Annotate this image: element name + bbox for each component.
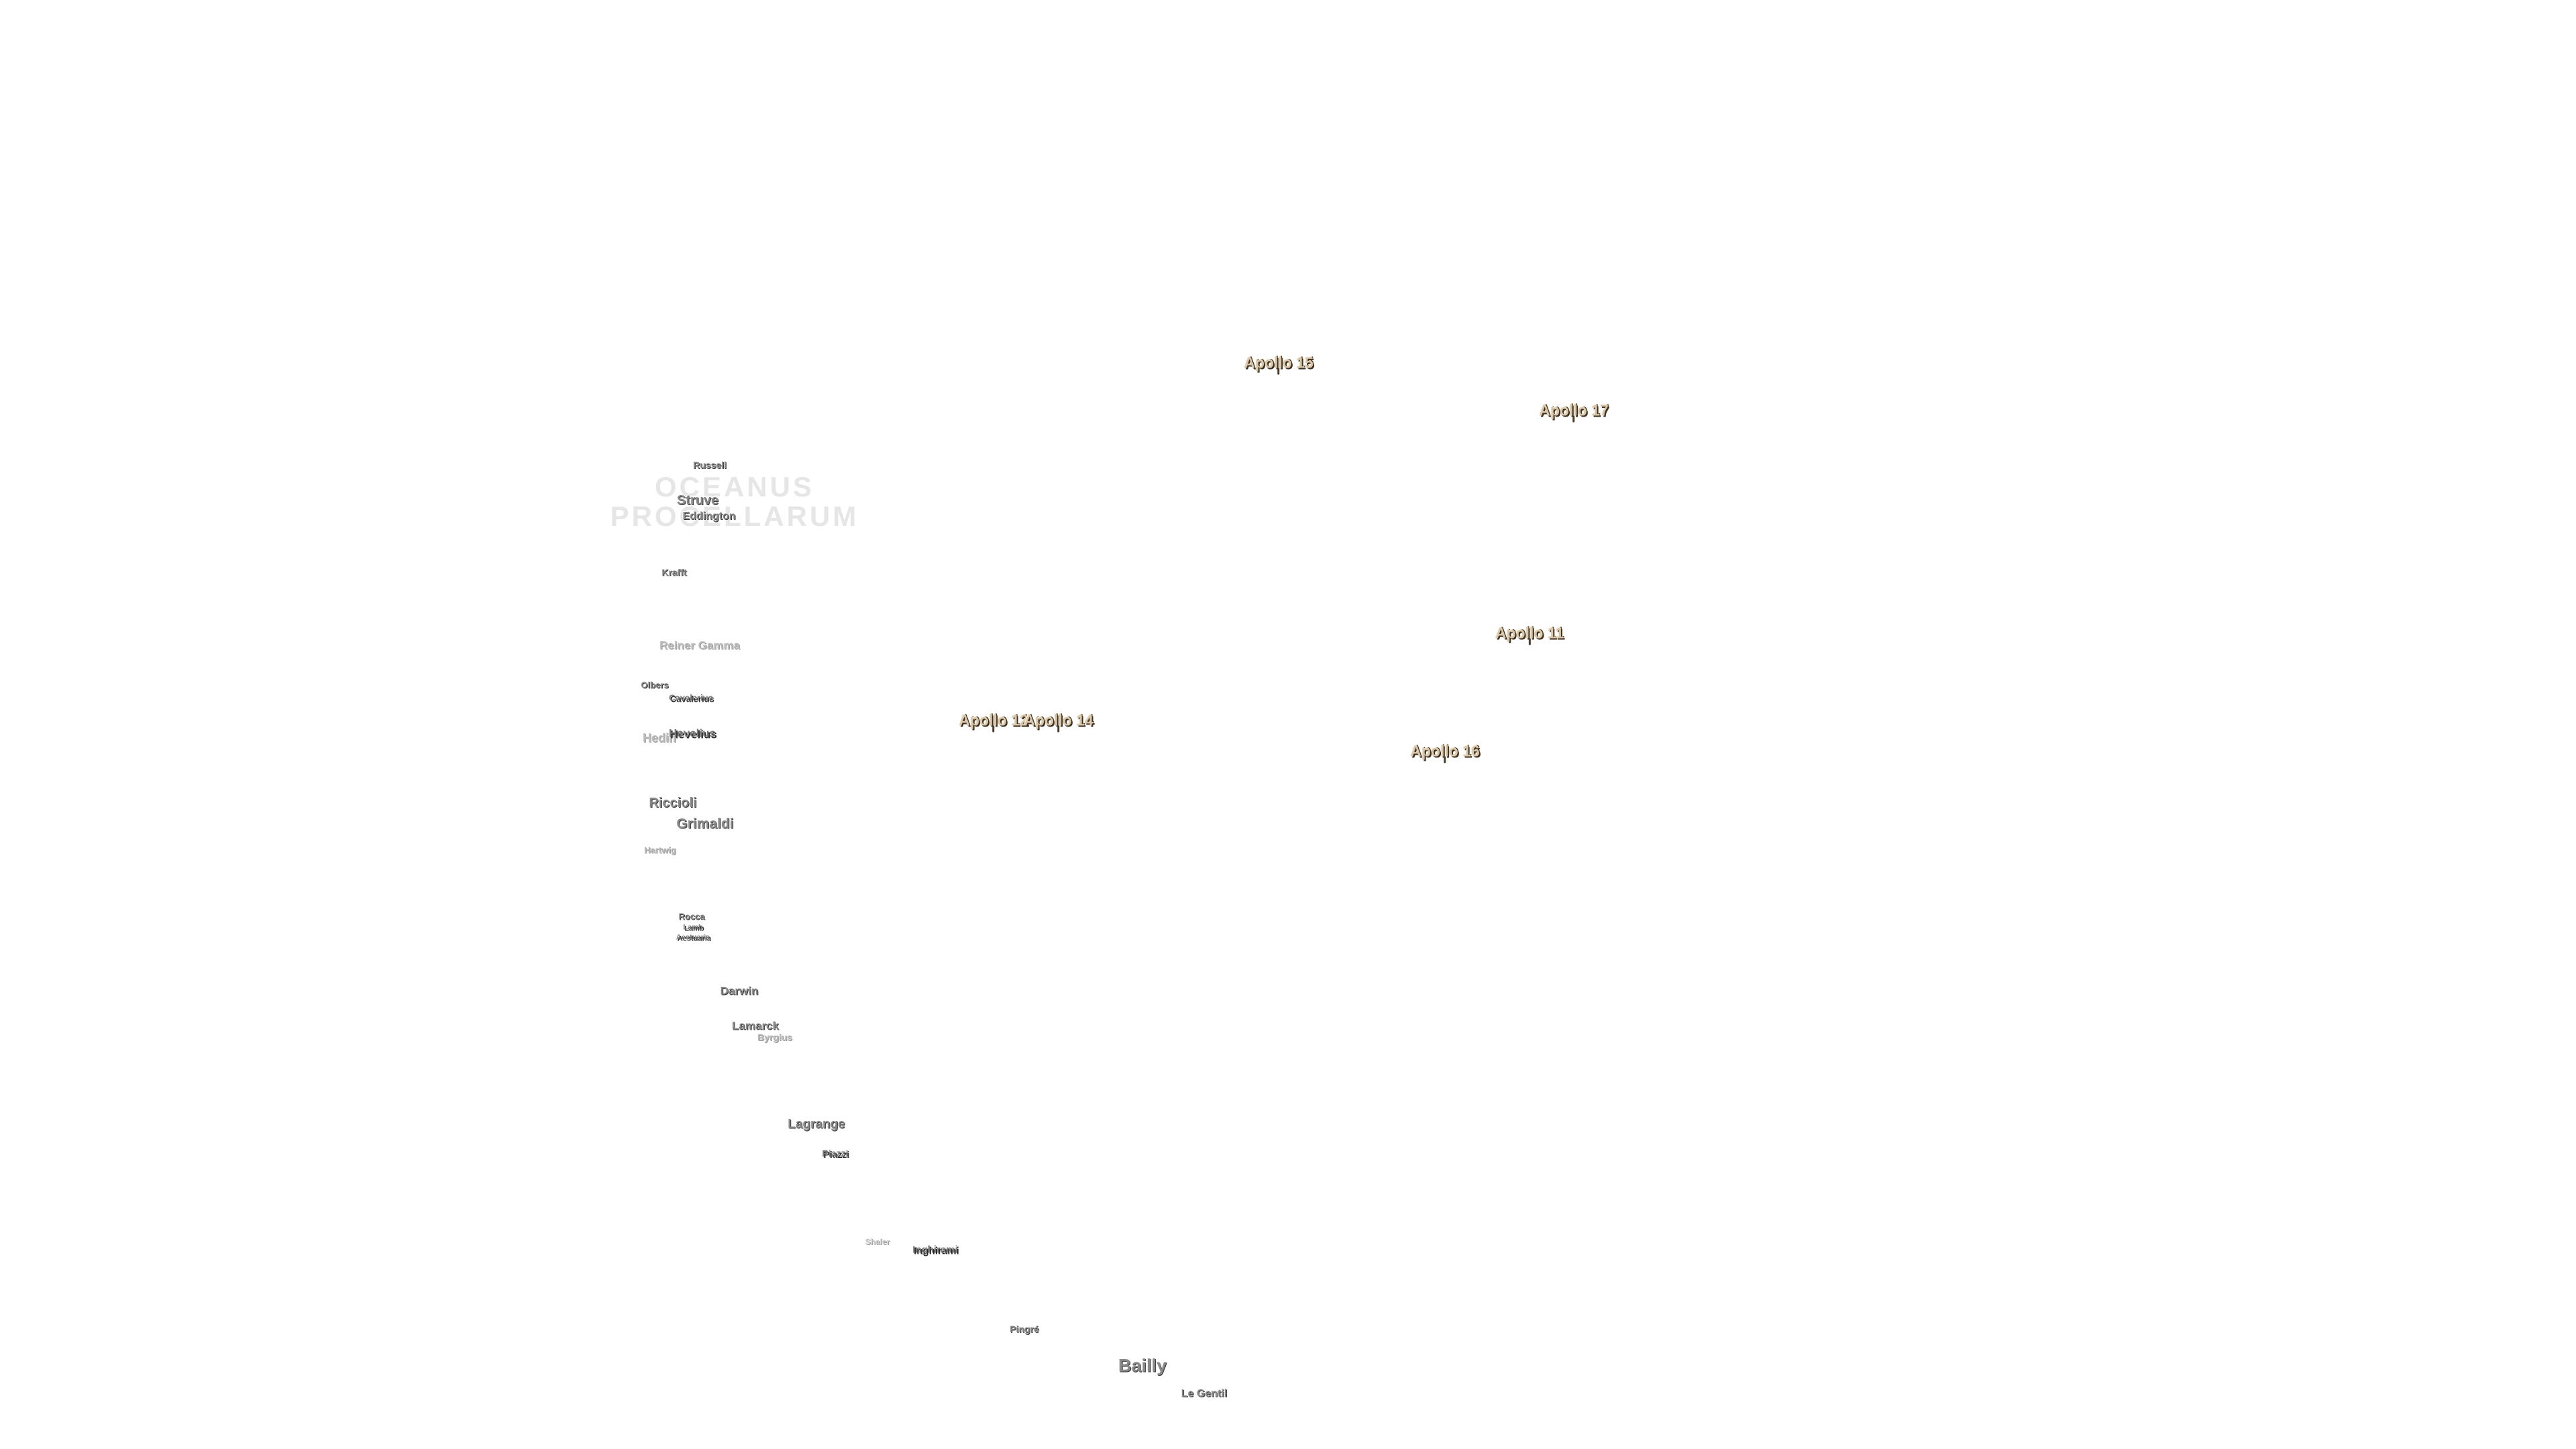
landing-pin-icon: [1528, 638, 1531, 645]
crater-label-bailly: Bailly: [1118, 1355, 1167, 1376]
crater-label-le-gentil: Le Gentil: [1181, 1388, 1228, 1399]
crater-label-byrgius: Byrgius: [757, 1032, 793, 1042]
crater-label-shaler: Shaler: [865, 1237, 890, 1246]
landing-pin-icon: [1057, 725, 1060, 733]
apollo-16-landing-site[interactable]: Apollo 16: [1410, 743, 1480, 763]
mare-label-oceanus-procellarum: OCEANUS PROCELLARUM: [610, 470, 859, 532]
crater-label-krafft: Krafft: [661, 567, 687, 578]
crater-label-lagrange: Lagrange: [788, 1117, 845, 1132]
apollo-17-landing-site[interactable]: Apollo 17: [1539, 402, 1609, 423]
crater-label-pingre: Pingré: [1010, 1324, 1039, 1334]
crater-label-piazzi: Piazzi: [822, 1148, 849, 1159]
crater-label-rocca: Rocca: [678, 911, 705, 922]
crater-label-reiner-gamma: Reiner Gamma: [659, 639, 740, 652]
crater-label-russell: Russell: [693, 460, 727, 470]
crater-label-cavalerius: Cavalerius: [669, 692, 713, 703]
apollo-12-landing-site[interactable]: Apollo 12: [959, 712, 1028, 733]
crater-label-lamarck: Lamarck: [732, 1019, 779, 1032]
landing-pin-icon: [992, 725, 995, 733]
crater-label-inghirami: Inghirami: [912, 1244, 958, 1256]
crater-label-darwin: Darwin: [720, 984, 759, 998]
crater-label-lamb: Lamb: [683, 923, 703, 932]
landing-pin-icon: [1572, 415, 1575, 423]
apollo-14-landing-site[interactable]: Apollo 14: [1024, 712, 1093, 733]
landing-pin-icon: [1277, 368, 1280, 375]
crater-label-eddington: Eddington: [682, 511, 736, 522]
apollo-15-landing-site[interactable]: Apollo 15: [1244, 354, 1313, 375]
crater-label-hevelius: Hevelius: [669, 727, 716, 740]
crater-label-grimaldi: Grimaldi: [676, 816, 734, 832]
apollo-11-landing-site[interactable]: Apollo 11: [1495, 625, 1564, 645]
crater-label-olbers: Olbers: [641, 680, 669, 690]
landing-pin-icon: [1444, 756, 1446, 763]
crater-label-aestuaria: Aestuaria: [676, 933, 710, 942]
crater-label-hartwig: Hartwig: [644, 845, 676, 855]
crater-label-hedin: Hedin: [642, 731, 677, 745]
crater-label-struve: Struve: [676, 493, 719, 508]
crater-label-riccioli: Riccioli: [649, 796, 697, 810]
